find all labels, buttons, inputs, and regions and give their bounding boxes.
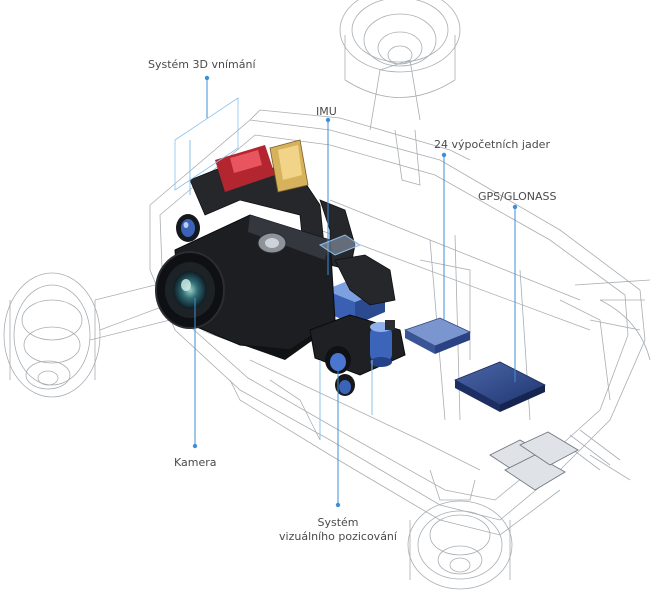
camera-lens (155, 251, 225, 329)
cooling-vent (489, 431, 579, 491)
perception-sensor (215, 139, 309, 193)
callout-lines (174, 78, 516, 505)
label-vision-positioning: Systém vizuálního pozicování (268, 516, 408, 544)
label-camera: Kamera (174, 456, 217, 469)
label-computing-cores: 24 výpočetních jader (434, 138, 550, 151)
label-imu: IMU (316, 105, 337, 118)
label-vision-line-2: vizuálního pozicování (279, 530, 397, 543)
label-3d-perception-system: Systém 3D vnímání (148, 58, 256, 71)
vision-positioning-module (309, 314, 406, 396)
callout-dots (192, 75, 518, 508)
drone-wireframe (3, 0, 651, 590)
front-sensor-lens (176, 214, 200, 242)
label-vision-line-1: Systém (317, 516, 359, 529)
label-gps-glonass: GPS/GLONASS (478, 190, 557, 203)
gps-module (454, 361, 546, 412)
processor-chip (404, 317, 472, 354)
